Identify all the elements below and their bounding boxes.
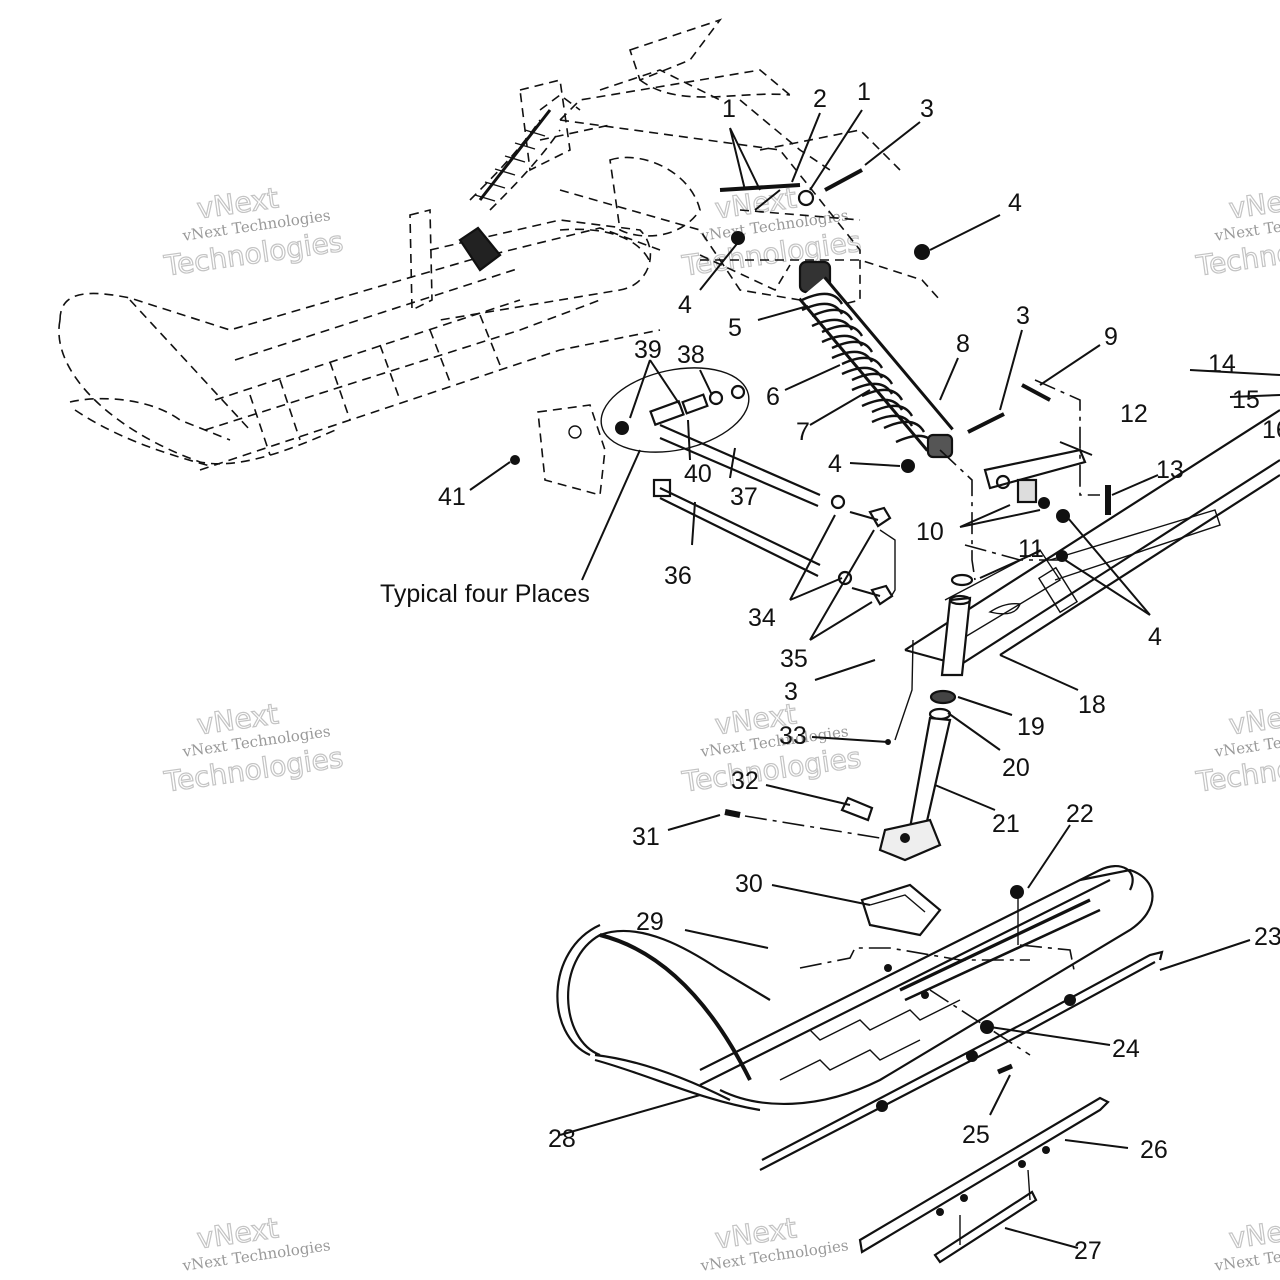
chassis-outline	[58, 18, 901, 471]
part-label: 1	[722, 95, 736, 123]
rear-shock-outline	[458, 94, 581, 272]
part-label: 36	[664, 562, 692, 590]
part-labels: 1 2 1 3 4 4 5 39 38 8 3 9 14 15 16 6 7 1…	[438, 78, 1280, 1265]
part-label: 4	[828, 450, 842, 478]
caption-leader	[581, 449, 641, 581]
part-label: 19	[1017, 713, 1045, 741]
leader-lines	[469, 109, 1280, 1249]
part-label: 11	[1018, 535, 1044, 563]
part-label: 37	[730, 483, 758, 511]
part-label: 41	[438, 483, 466, 511]
front-shock-absorber	[798, 260, 1100, 581]
part-label: 20	[1002, 754, 1030, 782]
part-label: 8	[956, 330, 970, 358]
part-label: 39	[634, 336, 662, 364]
part-label: 34	[748, 604, 776, 632]
part-label: 4	[1008, 189, 1022, 217]
part-label: 13	[1156, 456, 1184, 484]
part-label: 22	[1066, 800, 1094, 828]
part-label: 27	[1074, 1237, 1102, 1265]
part-label: 28	[548, 1125, 576, 1153]
part-label: 14	[1208, 350, 1236, 378]
part-label: 31	[632, 823, 660, 851]
part-label: 35	[780, 645, 808, 673]
part-label: 6	[766, 383, 780, 411]
part-label: 23	[1254, 923, 1280, 951]
part-label: 18	[1078, 691, 1106, 719]
ski	[556, 865, 1164, 1171]
part-label: 9	[1104, 323, 1118, 351]
part-label: 33	[779, 722, 807, 750]
part-label: 7	[796, 418, 810, 446]
part-label: 12	[1120, 400, 1148, 428]
part-label: 21	[992, 810, 1020, 838]
part-label: 24	[1112, 1035, 1140, 1063]
part-label: 25	[962, 1121, 990, 1149]
part-label: 29	[636, 908, 664, 936]
part-label: 3	[1016, 302, 1030, 330]
part-label: 5	[728, 314, 742, 342]
part-label: 30	[735, 870, 763, 898]
tie-rods	[652, 423, 896, 606]
part-label: 3	[920, 95, 934, 123]
part-label: 40	[684, 460, 712, 488]
mounting-bracket	[510, 404, 606, 497]
bushing-detail	[600, 367, 750, 453]
upper-mount-hardware	[700, 168, 941, 301]
part-label: 4	[1148, 623, 1162, 651]
part-label: 3	[784, 678, 798, 706]
part-label: 15	[1232, 386, 1260, 414]
diagram-caption: Typical four Places	[380, 580, 590, 608]
part-label: 1	[857, 78, 871, 106]
part-label: 26	[1140, 1136, 1168, 1164]
part-label: 38	[677, 341, 705, 369]
part-label: 16	[1262, 416, 1280, 444]
part-label: 32	[731, 767, 759, 795]
part-label: 10	[916, 518, 944, 546]
part-label: 2	[813, 85, 827, 113]
part-label: 4	[678, 291, 692, 319]
ski-saddle	[860, 883, 942, 937]
wear-bars	[858, 1096, 1110, 1264]
